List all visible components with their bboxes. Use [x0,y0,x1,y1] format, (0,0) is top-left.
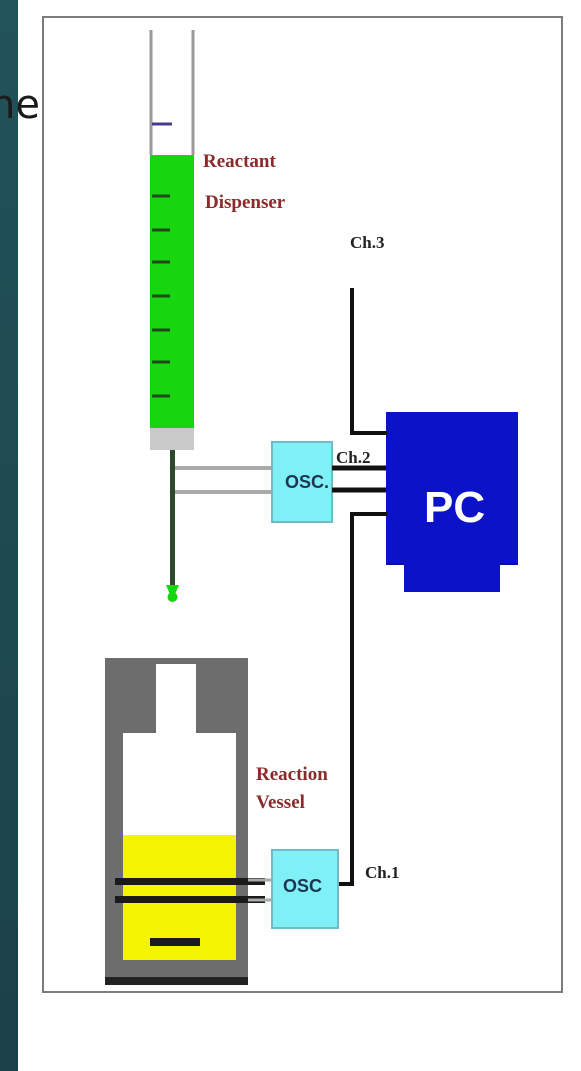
ch3-cable [350,288,387,435]
oscillator-top-box [271,441,333,523]
vessel-electrode-lower [115,896,265,903]
dispenser-label-line1: Reactant [203,151,276,172]
slide-title-fragment: ne [0,82,40,132]
vessel-lid-opening [156,664,196,733]
oscillator-bottom-label: OSC [283,876,322,896]
dispenser-liquid [150,155,194,428]
dispenser-label-line2: Dispenser [205,192,286,213]
ch2-label: Ch.2 [336,448,370,467]
vessel-label-line1: Reaction [256,764,328,785]
dispenser-stem [170,450,175,588]
vessel-osc-leads [248,878,272,902]
vessel-left-wall [105,733,123,983]
pc-label: PC [424,483,485,532]
vessel-electrode-upper [115,878,265,885]
reaction-vessel [105,658,265,985]
vessel-label-line2: Vessel [256,792,305,813]
vessel-right-wall [236,733,248,983]
pc-unit [386,412,518,592]
ch1-label: Ch.1 [365,863,399,882]
pc-base [404,560,500,592]
slide-title-text: ne [0,82,40,128]
pc-body [386,412,518,564]
ch1-cable [337,512,387,886]
reactant-dispenser [149,30,195,602]
dispenser-drop-tip [167,592,178,602]
oscillator-top-label: OSC. [285,472,329,492]
oscillator-bottom-box [271,849,339,929]
vessel-stir-bar [150,938,200,946]
dispenser-osc-leads [175,466,272,494]
vessel-headspace [123,745,236,835]
dispenser-bottom-cap [150,428,194,450]
vessel-base-edge [105,977,248,985]
burette-graduations [152,194,170,398]
ch3-label: Ch.3 [350,233,384,252]
ch2-cable [332,465,388,493]
